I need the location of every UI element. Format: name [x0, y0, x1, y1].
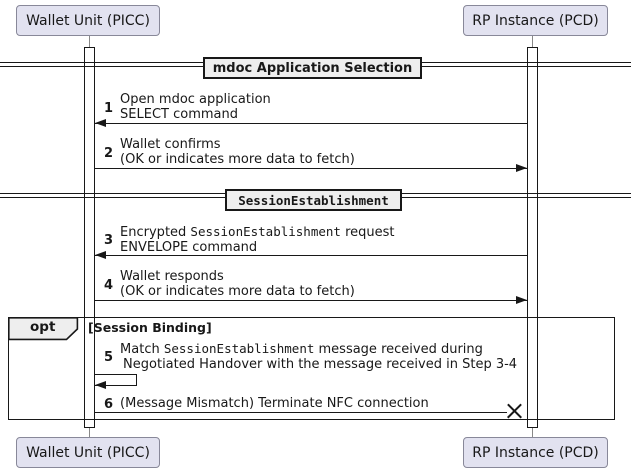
participant-rp-label: RP Instance (PCD)	[472, 12, 599, 29]
participant-wallet-label: Wallet Unit (PICC)	[26, 444, 150, 461]
message-5-text: Match SessionEstablishment message recei…	[120, 341, 518, 372]
wallet-lifeline-top	[89, 34, 90, 47]
participant-wallet-top: Wallet Unit (PICC)	[16, 5, 160, 36]
rp-lifeline-bottom	[532, 428, 533, 437]
divider-session-establishment-label: SessionEstablishment	[238, 192, 389, 208]
participant-wallet-bottom: Wallet Unit (PICC)	[16, 437, 160, 468]
message-6-number: 6	[104, 397, 114, 412]
message-2-number: 2	[104, 145, 114, 161]
rp-lifeline-top	[532, 34, 533, 47]
message-4-text: Wallet responds (OK or indicates more da…	[120, 269, 355, 299]
arrowhead-left-icon	[95, 119, 106, 127]
message-6-arrow	[95, 412, 507, 413]
message-1-arrow	[95, 123, 527, 124]
opt-frame-guard: [Session Binding]	[88, 320, 212, 335]
message-3-text: Encrypted SessionEstablishment request E…	[120, 224, 395, 255]
arrowhead-right-icon	[516, 164, 527, 172]
divider-app-selection-label: mdoc Application Selection	[212, 60, 413, 76]
participant-rp-label: RP Instance (PCD)	[472, 444, 599, 461]
participant-rp-bottom: RP Instance (PCD)	[463, 437, 608, 468]
arrowhead-left-icon	[95, 381, 106, 389]
arrowhead-right-icon	[516, 296, 527, 304]
message-1: 1 Open mdoc application SELECT command	[104, 92, 271, 122]
divider-session-establishment: SessionEstablishment	[225, 189, 402, 211]
message-4-arrow	[95, 300, 527, 301]
arrowhead-left-icon	[95, 251, 106, 259]
message-2-arrow	[95, 168, 527, 169]
message-2-text: Wallet confirms (OK or indicates more da…	[120, 137, 355, 167]
rp-activation-bar	[527, 47, 538, 428]
terminate-x-icon	[506, 403, 522, 419]
message-4: 4 Wallet responds (OK or indicates more …	[104, 269, 355, 299]
message-4-number: 4	[104, 277, 114, 293]
participant-rp-top: RP Instance (PCD)	[463, 5, 608, 36]
message-2: 2 Wallet confirms (OK or indicates more …	[104, 137, 355, 167]
participant-wallet-label: Wallet Unit (PICC)	[26, 12, 150, 29]
message-6: 6 (Message Mismatch) Terminate NFC conne…	[104, 396, 429, 412]
message-3-arrow	[95, 255, 527, 256]
wallet-activation-bar	[84, 47, 95, 428]
message-3-number: 3	[104, 233, 114, 248]
message-3: 3 Encrypted SessionEstablishment request…	[104, 224, 395, 255]
message-6-text: (Message Mismatch) Terminate NFC connect…	[120, 396, 429, 411]
wallet-lifeline-bottom	[89, 428, 90, 437]
opt-frame-pentagon	[8, 317, 79, 341]
divider-app-selection: mdoc Application Selection	[203, 57, 422, 79]
message-5-number: 5	[104, 350, 114, 365]
message-1-text: Open mdoc application SELECT command	[120, 92, 271, 122]
opt-frame-operator: opt	[30, 319, 56, 335]
message-5: 5 Match SessionEstablishment message rec…	[104, 341, 517, 372]
self-message-arrow	[95, 374, 137, 386]
message-1-number: 1	[104, 100, 114, 116]
opt-frame	[8, 317, 615, 420]
